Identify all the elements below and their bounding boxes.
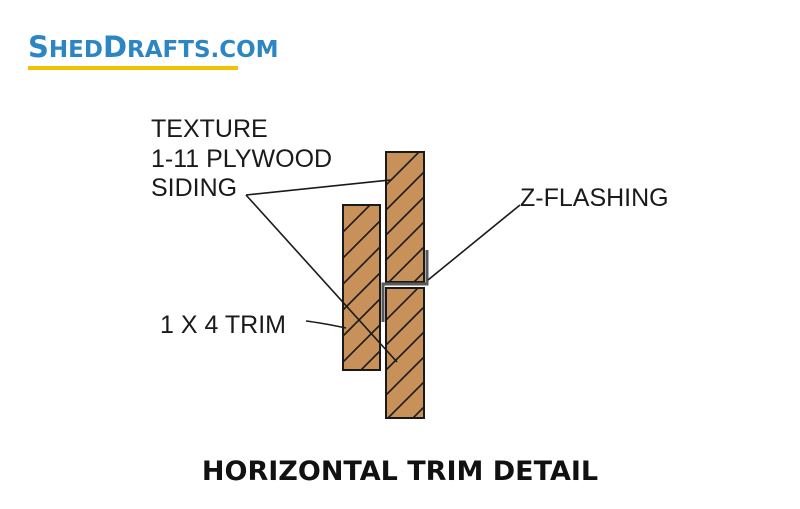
trim-label: 1 X 4 TRIM (160, 311, 286, 339)
siding-leader-lower (245, 194, 398, 363)
flashing-leader (427, 204, 521, 281)
trim-leader (305, 320, 347, 329)
trim-hatch (343, 205, 380, 370)
logo-s: S (28, 30, 49, 64)
lower-siding-rect (385, 287, 425, 419)
siding-label-line2: 1-11 PLYWOOD (151, 145, 332, 173)
lower-siding-hatch (386, 288, 424, 418)
upper-siding-board (385, 151, 425, 283)
lower-siding-board (385, 287, 425, 419)
trim-board (342, 204, 381, 371)
trim-rect (342, 204, 381, 371)
upper-siding-hatch (386, 152, 424, 282)
diagram-title: HORIZONTAL TRIM DETAIL (202, 456, 598, 487)
logo-d: D (103, 30, 127, 64)
flashing-label: Z-FLASHING (520, 184, 669, 212)
siding-label-line1: TEXTURE (151, 115, 268, 143)
logo-com: .COM (211, 37, 279, 63)
z-flashing (381, 250, 429, 322)
siding-label-line3: SIDING (151, 174, 237, 202)
logo-hed: HED (49, 37, 103, 63)
logo-text: SHEDDRAFTS.COM (28, 30, 279, 64)
logo-underline (28, 66, 238, 70)
shedrafts-logo[interactable]: SHEDDRAFTS.COM (28, 30, 279, 70)
siding-leader-upper (245, 179, 391, 196)
logo-rafts: RAFTS (127, 37, 210, 63)
